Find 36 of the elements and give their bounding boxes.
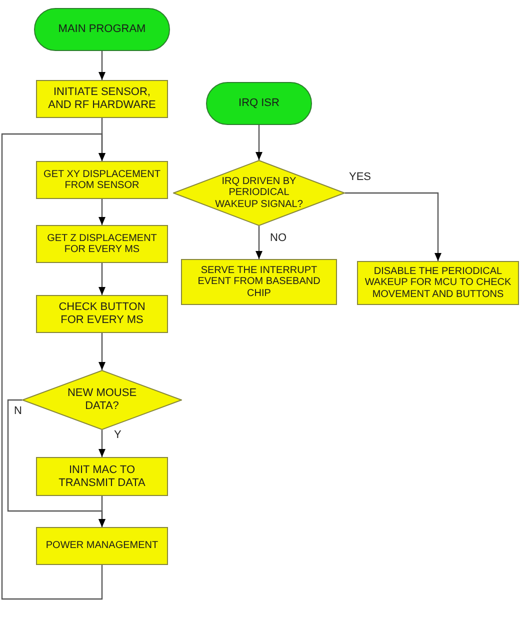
terminal-text: MAIN PROGRAM bbox=[58, 23, 146, 36]
arrow bbox=[98, 51, 106, 80]
process-box bbox=[181, 259, 337, 305]
terminal-shape bbox=[34, 8, 170, 51]
arrow bbox=[345, 192, 442, 261]
process-box bbox=[36, 161, 168, 199]
arrow bbox=[256, 125, 262, 160]
arrow bbox=[98, 333, 106, 370]
process-box bbox=[36, 225, 168, 263]
decision-text: NEW MOUSE DATA? bbox=[66, 387, 138, 413]
step-text: INITIATE SENSOR, AND RF HARDWARE bbox=[47, 86, 157, 112]
arrow bbox=[256, 226, 262, 259]
arrow bbox=[1, 133, 106, 600]
process-box bbox=[36, 295, 168, 333]
process-box bbox=[36, 527, 168, 565]
process-box bbox=[36, 457, 168, 496]
step-text: GET Z DISPLACEMENT FOR EVERY MS bbox=[46, 232, 158, 256]
step-text: DISABLE THE PERIODICAL WAKEUP FOR MCU TO CHECK MOVEMENT AND BUTTONS bbox=[364, 266, 512, 300]
process-box bbox=[36, 80, 168, 118]
step-text: GET XY DISPLACEMENT FROM SENSOR bbox=[42, 168, 162, 192]
decision-text: IRQ DRIVEN BY PERIODICAL WAKEUP SIGNAL? bbox=[214, 176, 304, 210]
decision-diamond bbox=[22, 370, 182, 430]
process-box bbox=[357, 261, 519, 305]
edge-label: NO bbox=[269, 232, 288, 244]
edge-label: YES bbox=[348, 171, 372, 184]
arrow bbox=[98, 263, 106, 295]
step-text: POWER MANAGEMENT bbox=[46, 540, 158, 552]
step-text: SERVE THE INTERRUPT EVENT FROM BASEBAND CHIP bbox=[196, 264, 322, 300]
terminal-shape bbox=[206, 82, 312, 125]
decision-diamond bbox=[173, 160, 345, 226]
step-text: INIT MAC TO TRANSMIT DATA bbox=[58, 464, 146, 490]
arrow bbox=[98, 496, 106, 527]
step-text: CHECK BUTTON FOR EVERY MS bbox=[58, 301, 146, 327]
terminal-text: IRQ ISR bbox=[238, 97, 280, 110]
arrow bbox=[98, 199, 106, 225]
arrow bbox=[98, 430, 106, 457]
